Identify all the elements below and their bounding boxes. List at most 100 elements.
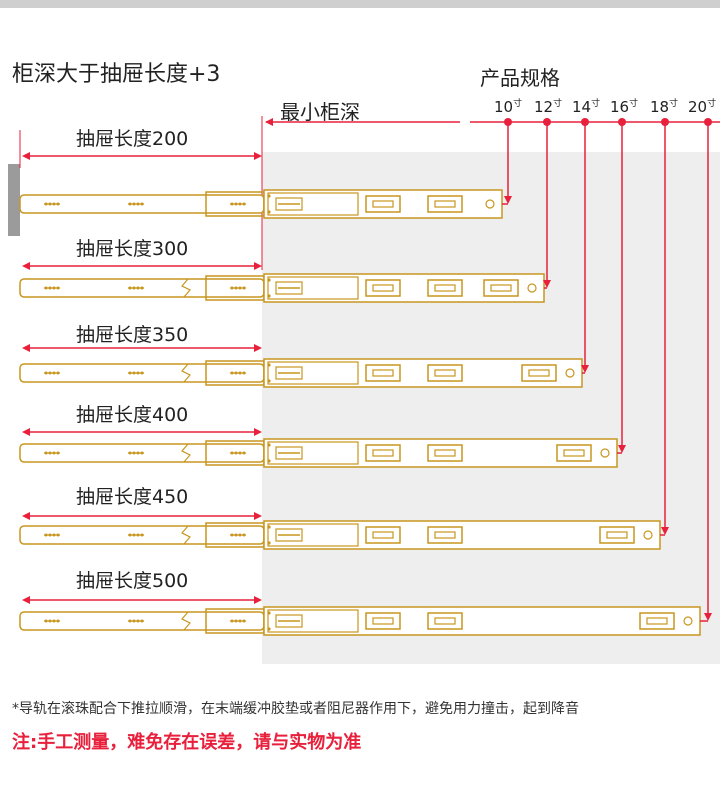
drawer-label-200: 抽屉长度200 (76, 128, 189, 150)
mount-slot (427, 195, 463, 213)
latch (275, 528, 303, 542)
rail-hole-group-dot (132, 619, 136, 623)
top-divider (0, 0, 720, 8)
rail-hole-group-dot (136, 286, 140, 290)
rail-hole-group-dot (136, 451, 140, 455)
rivet (267, 379, 271, 383)
rail-hole-group-dot (242, 619, 246, 623)
rivet (267, 363, 271, 367)
end-bumper (485, 199, 495, 209)
drawer-label-400: 抽屉长度400 (76, 404, 189, 426)
rail-hole-group-dot (136, 371, 140, 375)
latch (275, 366, 303, 380)
drawer-dim-arrow-right (254, 262, 262, 270)
size-marker-arrow (581, 365, 589, 373)
end-bumper (683, 616, 693, 626)
rail-hole-group-dot (128, 371, 132, 375)
mount-slot-inner (372, 531, 394, 539)
rail-hole-group-dot (230, 286, 234, 290)
rail-hole-group-dot (48, 619, 52, 623)
cabinet-depth-area (262, 152, 720, 664)
rail-hole-group-dot (52, 533, 56, 537)
mount-slot (365, 526, 401, 544)
size-marker-arrow (618, 445, 626, 453)
mount-slot (427, 612, 463, 630)
outer-rail-front (267, 192, 359, 216)
size-marker-arrow (504, 196, 512, 204)
drawer-dim-arrow-right (254, 428, 262, 436)
rail-hole-group-dot (140, 451, 144, 455)
rail-hole-group-dot (234, 533, 238, 537)
cabinet-wall (8, 164, 20, 236)
outer-rail-front (267, 441, 359, 465)
rail-hole-group-dot (234, 202, 238, 206)
size-label-16: 16寸 (610, 98, 639, 116)
end-bumper (527, 283, 537, 293)
rivet (267, 443, 271, 447)
mount-slot-inner (434, 200, 456, 208)
rail-hole-group-dot (56, 533, 60, 537)
rail-hole-group-dot (132, 286, 136, 290)
size-marker-arrow (704, 613, 712, 621)
rail-hole-group-dot (140, 286, 144, 290)
rail-hole-group-dot (136, 533, 140, 537)
mount-slot-inner (434, 449, 456, 457)
mount-slot (365, 612, 401, 630)
rail-hole-group-dot (48, 451, 52, 455)
mount-slot-inner (434, 284, 456, 292)
latch (275, 197, 303, 211)
mount-slot-inner (372, 200, 394, 208)
rail-hole-group-dot (128, 451, 132, 455)
rivet (267, 525, 271, 529)
page-title: 柜深大于抽屉长度+3 (12, 62, 221, 87)
rail-hole-group-dot (136, 619, 140, 623)
drawer-dim-arrow-left (22, 428, 30, 436)
rail-hole-group-dot (136, 202, 140, 206)
note-line-1: *导轨在滚珠配合下推拉顺滑，在末端缓冲胶垫或者阻尼器作用下，避免用力撞击，起到降… (12, 701, 579, 717)
rail-hole-group-dot (132, 371, 136, 375)
rail-hole-group-dot (238, 533, 242, 537)
drawer-dim-arrow-left (22, 344, 30, 352)
rail-hole-group-dot (242, 286, 246, 290)
outer-rail (263, 273, 545, 303)
rail-hole-group-dot (238, 286, 242, 290)
drawer-dim-arrow-right (254, 596, 262, 604)
rail-hole-group-dot (44, 619, 48, 623)
rivet (267, 294, 271, 298)
outer-rail-front (267, 609, 359, 633)
rail-hole-group-dot (140, 533, 144, 537)
outer-rail-front (267, 361, 359, 385)
rail-hole-group-dot (230, 202, 234, 206)
rivet (267, 459, 271, 463)
rail-hole-group-dot (230, 619, 234, 623)
rail-hole-group-dot (44, 286, 48, 290)
rail-hole-group-dot (242, 371, 246, 375)
rail-hole-group-dot (56, 451, 60, 455)
rail-hole-group-dot (52, 371, 56, 375)
drawer-dim-arrow-left (22, 512, 30, 520)
min-depth-label: 最小柜深 (280, 100, 360, 124)
break-mark (181, 363, 191, 383)
rail-hole-group-dot (234, 451, 238, 455)
rail-hole-group-dot (230, 533, 234, 537)
mount-slot (427, 279, 463, 297)
rail-hole-group-dot (48, 202, 52, 206)
mount-slot-rear (521, 364, 557, 382)
rail-hole-group-dot (52, 619, 56, 623)
rail-hole-group-dot (132, 451, 136, 455)
rail-hole-group-dot (238, 451, 242, 455)
rail-hole-group-dot (140, 202, 144, 206)
drawer-label-500: 抽屉长度500 (76, 570, 189, 592)
size-marker-arrow (661, 527, 669, 535)
mount-slot-rear (639, 612, 675, 630)
mount-slot (365, 364, 401, 382)
rail-hole-group-dot (234, 619, 238, 623)
mount-slot-rear-inner (646, 617, 668, 625)
size-label-18: 18寸 (650, 98, 679, 116)
rail-hole-group-dot (44, 451, 48, 455)
rivet (267, 278, 271, 282)
rail-hole-group-dot (234, 371, 238, 375)
rivet (267, 210, 271, 214)
drawer-dim-arrow-right (254, 152, 262, 160)
latch (275, 281, 303, 295)
